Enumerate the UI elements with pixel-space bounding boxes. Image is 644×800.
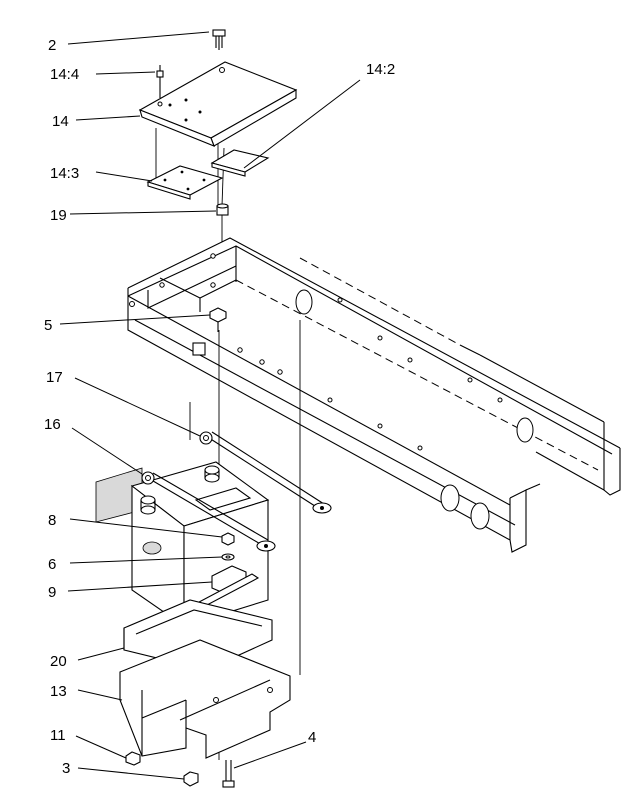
plate-14-3 bbox=[146, 165, 224, 200]
plate-14-2 bbox=[210, 149, 270, 177]
callout-14-3: 14:3 bbox=[50, 165, 79, 182]
nut-8 bbox=[221, 532, 235, 546]
callout-17: 17 bbox=[46, 369, 63, 386]
callout-13: 13 bbox=[50, 683, 67, 700]
nut-3 bbox=[183, 771, 199, 787]
callout-labels: 2 14:4 14:2 14 14:3 19 5 17 16 8 6 9 20 … bbox=[44, 37, 395, 777]
callout-16: 16 bbox=[44, 416, 61, 433]
callout-14-2: 14:2 bbox=[366, 61, 395, 78]
stud-14-4 bbox=[156, 65, 164, 98]
callout-14: 14 bbox=[52, 113, 69, 130]
bolt-11 bbox=[125, 751, 141, 766]
washer-6 bbox=[221, 553, 235, 561]
mounting-plate bbox=[138, 61, 298, 147]
callout-8: 8 bbox=[48, 512, 56, 529]
bolt-2 bbox=[212, 29, 226, 50]
callout-14-4: 14:4 bbox=[50, 66, 79, 83]
callout-5: 5 bbox=[44, 317, 52, 334]
leader-lines bbox=[59, 31, 361, 780]
bolt-4 bbox=[222, 760, 235, 788]
callout-6: 6 bbox=[48, 556, 56, 573]
callout-2: 2 bbox=[48, 37, 56, 54]
battery-tray-20 bbox=[123, 599, 273, 671]
callout-9: 9 bbox=[48, 584, 56, 601]
callout-4: 4 bbox=[308, 729, 316, 746]
cable-16 bbox=[141, 471, 276, 552]
callout-3: 3 bbox=[62, 760, 70, 777]
callout-11: 11 bbox=[50, 727, 66, 744]
frame-rail bbox=[127, 237, 621, 553]
battery bbox=[95, 461, 270, 628]
cable-17 bbox=[199, 431, 332, 514]
bolt-5 bbox=[209, 307, 227, 332]
spacer-19 bbox=[216, 203, 229, 242]
bracket-13 bbox=[119, 639, 291, 759]
callout-19: 19 bbox=[50, 207, 67, 224]
callout-20: 20 bbox=[50, 653, 67, 670]
